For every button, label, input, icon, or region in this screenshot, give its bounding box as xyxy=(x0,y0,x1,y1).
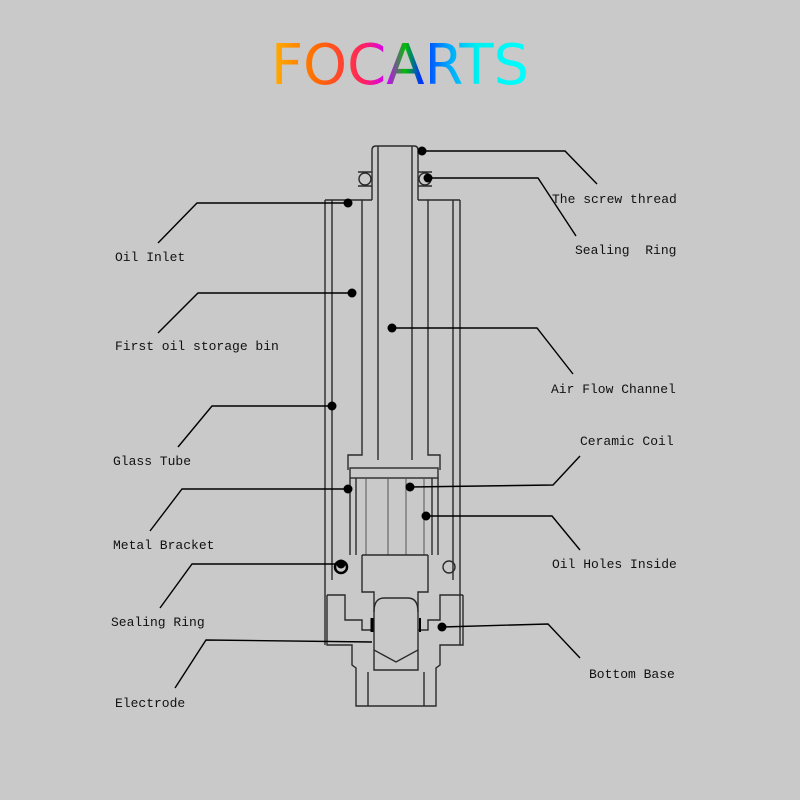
label-sealing-ring-bottom: Sealing Ring xyxy=(111,615,205,630)
label-ceramic-coil: Ceramic Coil xyxy=(580,434,674,449)
label-air-flow-channel: Air Flow Channel xyxy=(551,382,676,397)
cartridge-drawing xyxy=(324,145,464,707)
label-bottom-base: Bottom Base xyxy=(589,667,675,682)
label-first-oil-storage-bin: First oil storage bin xyxy=(115,339,279,354)
label-screw-thread: The screw thread xyxy=(552,192,677,207)
label-sealing-ring-top: Sealing Ring xyxy=(575,243,676,258)
brand-logo: FOCARTS xyxy=(271,33,529,98)
label-oil-holes-inside: Oil Holes Inside xyxy=(552,557,677,572)
label-glass-tube: Glass Tube xyxy=(113,454,191,469)
callouts xyxy=(149,146,598,689)
label-metal-bracket: Metal Bracket xyxy=(113,538,214,553)
label-oil-inlet: Oil Inlet xyxy=(115,250,185,265)
label-electrode: Electrode xyxy=(115,696,185,711)
